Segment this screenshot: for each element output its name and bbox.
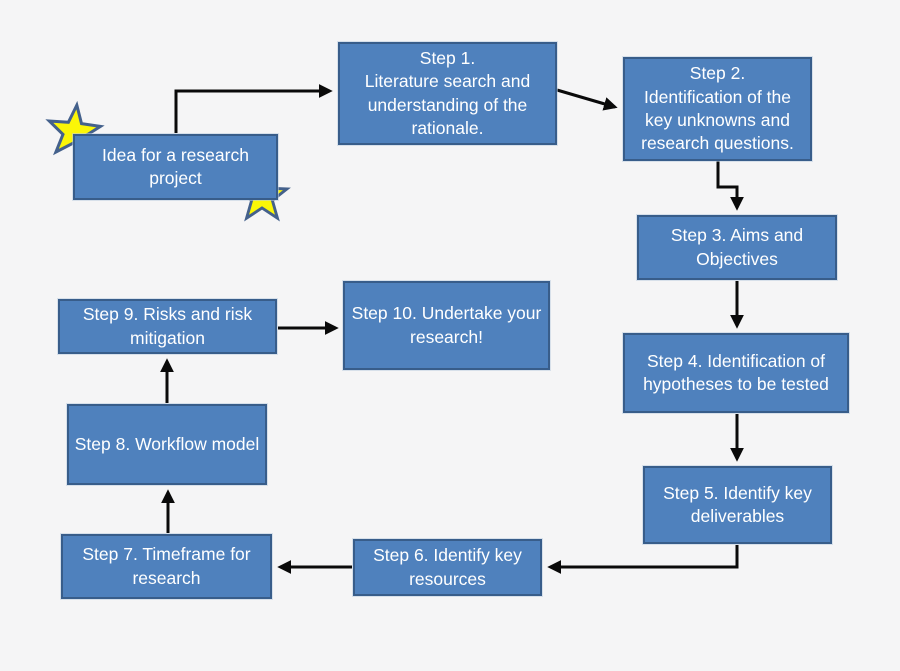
star-icon [45,100,105,160]
arrow-step5-to-step6 [547,545,739,574]
node-step5-label: Step 5. Identify key deliverables [663,482,812,526]
node-step9: Step 9. Risks and risk mitigation [58,299,277,354]
node-step3: Step 3. Aims and Objectives [637,215,837,280]
node-step2: Step 2. Identification of the key unknow… [623,57,812,161]
node-step6: Step 6. Identify key resources [353,539,542,596]
arrow-step1-to-step2 [556,88,618,111]
node-step5: Step 5. Identify key deliverables [643,466,832,544]
node-step1-label: Step 1. Literature search and understand… [364,47,531,138]
node-idea: Idea for a research project [73,134,278,200]
node-step2-label: Step 2. Identification of the key unknow… [641,63,794,154]
node-step6-label: Step 6. Identify key resources [373,545,522,589]
node-step10-label: Step 10. Undertake your research! [351,303,542,347]
node-step10: Step 10. Undertake your research! [343,281,550,370]
node-step7: Step 7. Timeframe for research [61,534,272,599]
node-idea-label: Idea for a research project [102,144,249,188]
node-step4-label: Step 4. Identification of hypotheses to … [643,350,829,394]
arrow-step2-to-step3 [716,161,744,211]
node-step4: Step 4. Identification of hypotheses to … [623,333,849,413]
node-step8-label: Step 8. Workflow model [74,433,260,454]
node-step8: Step 8. Workflow model [67,404,267,485]
node-step7-label: Step 7. Timeframe for research [82,544,251,588]
node-step1: Step 1. Literature search and understand… [338,42,557,145]
node-step3-label: Step 3. Aims and Objectives [670,225,804,269]
node-step9-label: Step 9. Risks and risk mitigation [82,304,253,348]
arrow-idea-to-step1 [174,84,333,133]
